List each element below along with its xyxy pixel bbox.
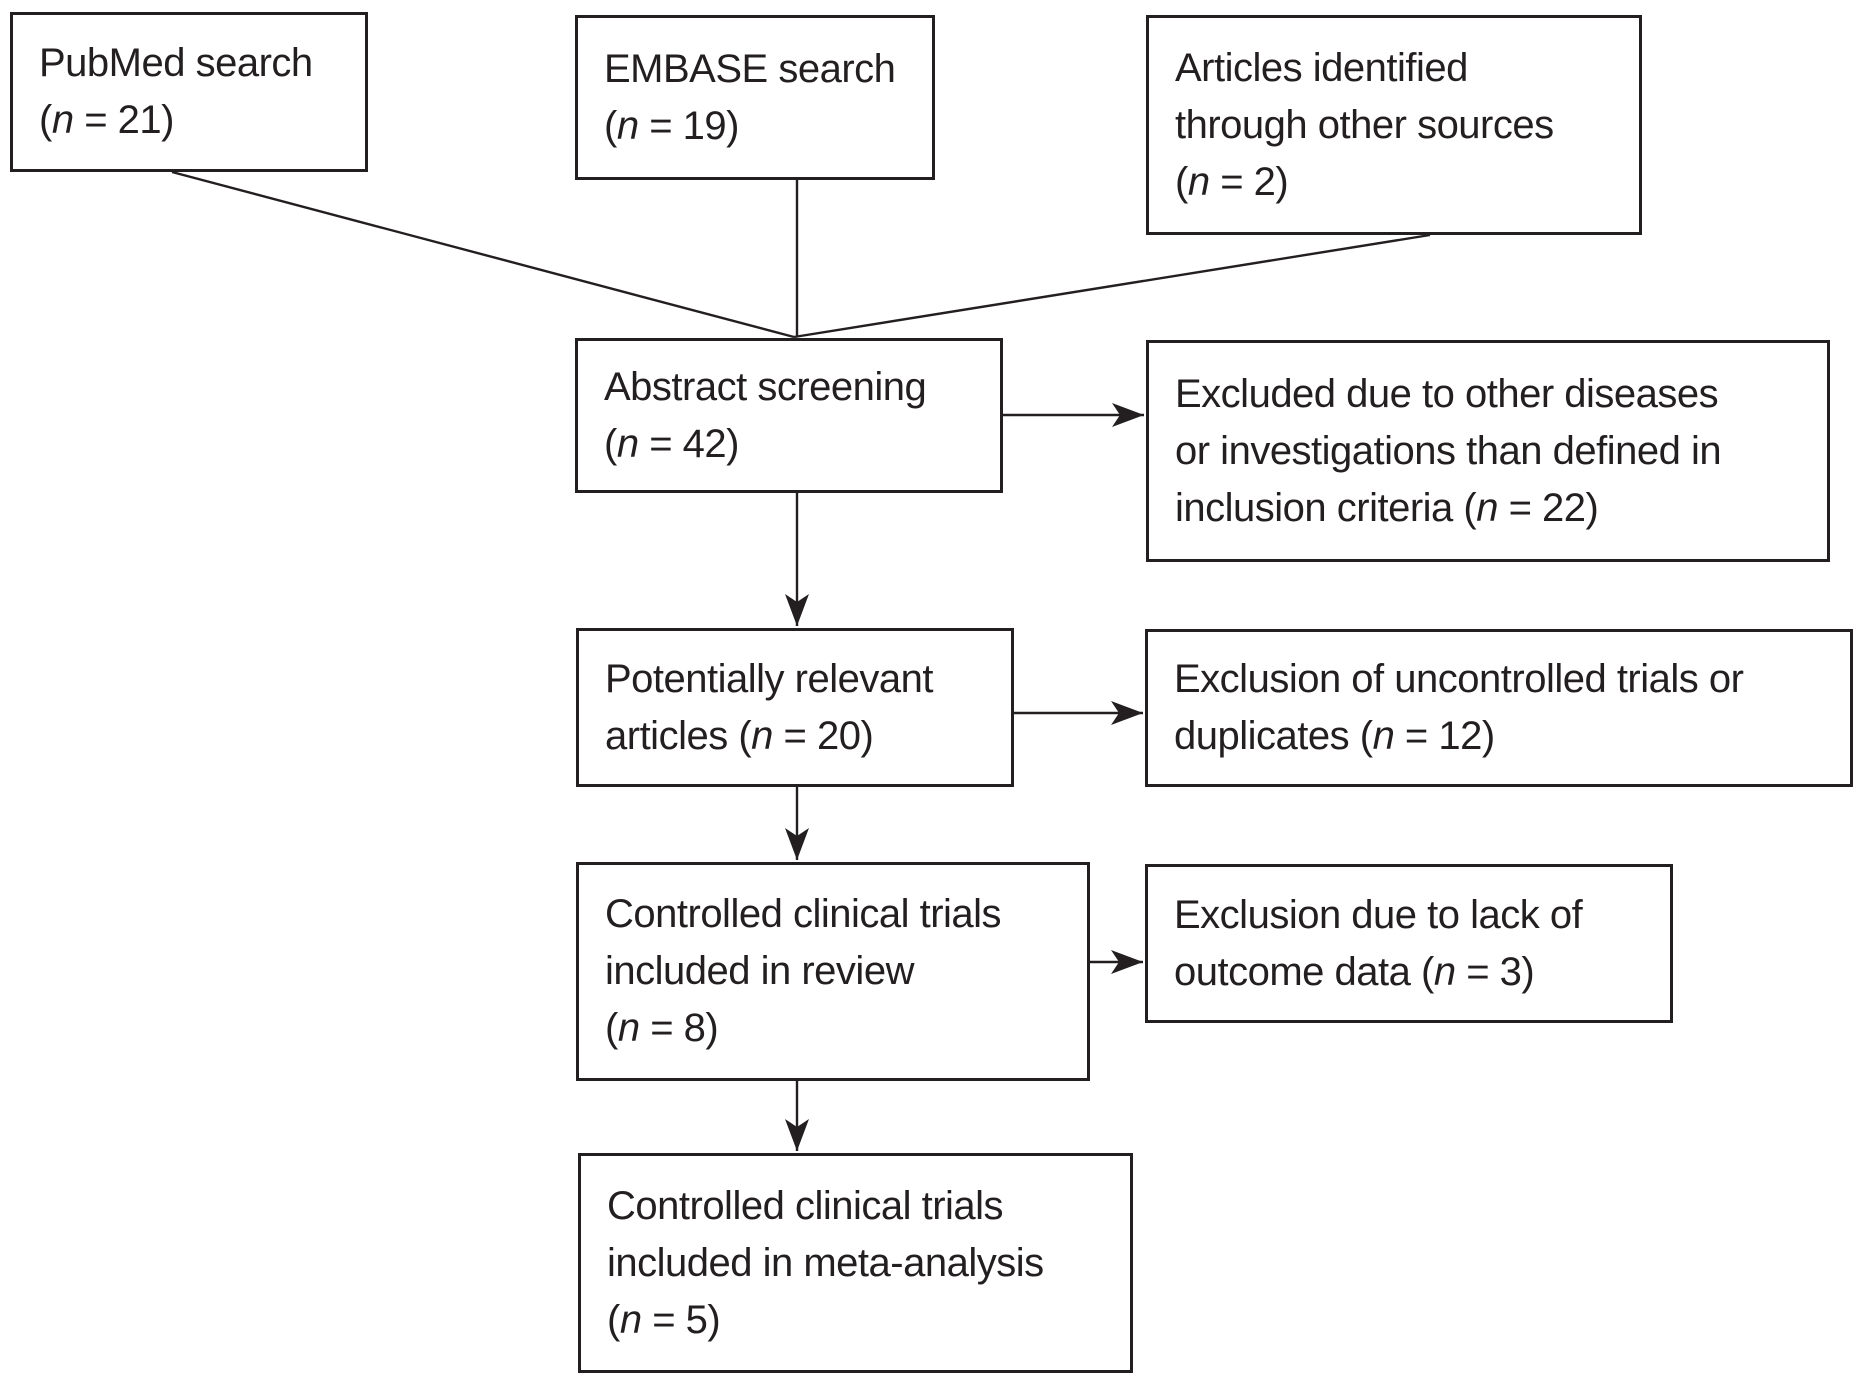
box-abstract-screening-label: Abstract screening(n = 42): [604, 364, 927, 466]
box-abstract-screening: Abstract screening(n = 42): [575, 338, 1003, 493]
connector-pubmed-to-abstract: [171, 170, 795, 339]
box-pubmed-search-label: PubMed search(n = 21): [39, 41, 313, 142]
box-embase-search: EMBASE search(n = 19): [575, 15, 935, 180]
box-embase-search-label: EMBASE search(n = 19): [604, 46, 896, 148]
box-pubmed-search: PubMed search(n = 21): [10, 12, 368, 172]
connector-articles-to-abstract: [793, 233, 1431, 339]
